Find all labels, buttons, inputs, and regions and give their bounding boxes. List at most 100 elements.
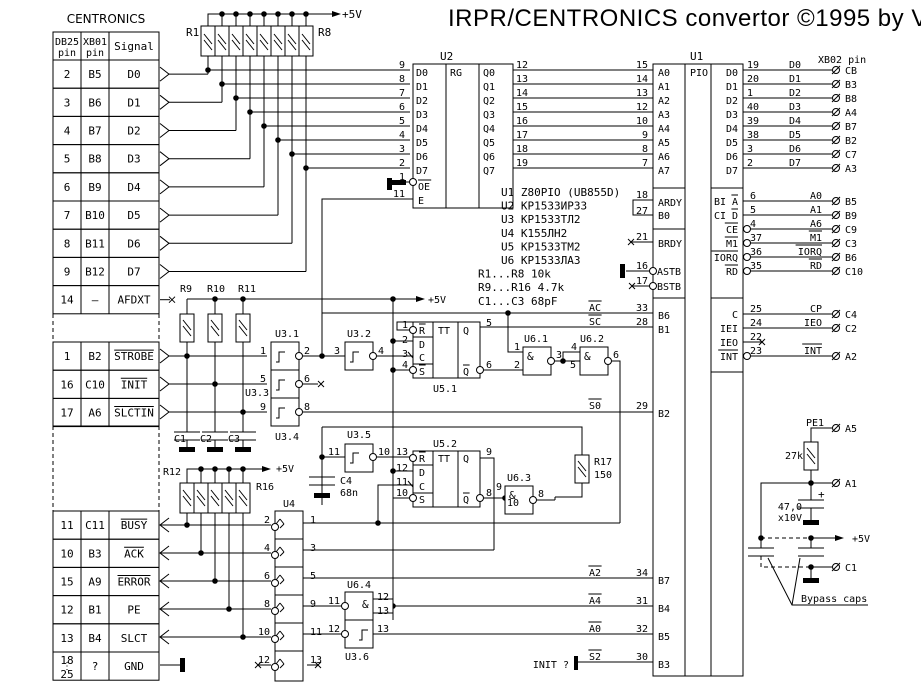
pin-name: BRDY: [658, 239, 682, 250]
wire: [279, 607, 285, 613]
junction-dot: [212, 578, 218, 584]
signal-name: ACK: [124, 547, 144, 560]
pin-name: D2: [416, 96, 428, 107]
pin-number: 13: [636, 88, 648, 99]
xb02-pin: B3: [845, 80, 857, 91]
wire: [396, 321, 413, 331]
wire: [210, 319, 220, 331]
pin-number: 14: [516, 88, 528, 99]
junction-dot: [212, 296, 218, 302]
inversion-bubble: [743, 239, 751, 247]
xb01-pin: B9: [88, 181, 101, 194]
wire: [276, 407, 285, 419]
signal-name: D0: [127, 68, 140, 81]
u3-1-label: U3.1: [275, 329, 299, 340]
signal-name: AFDXT: [117, 294, 150, 307]
inversion-bubble: [271, 663, 279, 671]
db25-pin: 12: [60, 604, 73, 617]
wire: [831, 163, 841, 173]
xb02-pin: C3: [845, 239, 857, 250]
pin-number: 9: [310, 599, 316, 610]
pin-number: 15: [636, 60, 648, 71]
pin-name: IEO: [720, 338, 738, 349]
u4-label: U4: [283, 499, 295, 510]
pin-number: 3: [399, 144, 405, 155]
xb02-pin: B9: [845, 211, 857, 222]
and-symbol: &: [527, 350, 534, 363]
table-cell: [52, 651, 160, 681]
ground-symbol: [207, 447, 223, 452]
pin-name: ARDY: [658, 198, 682, 209]
pin-number: 13: [377, 624, 389, 635]
pin-number: 38: [747, 130, 759, 141]
xb02-pin: C4: [845, 310, 857, 321]
power-arrow-icon: [416, 296, 425, 302]
wire: [628, 282, 636, 290]
signal-name: D4: [127, 181, 141, 194]
wire: [831, 196, 841, 206]
connector-row: [52, 397, 160, 428]
legend-line: U2 KP1533ИP33: [501, 200, 587, 213]
xb01-pin: B7: [88, 125, 101, 138]
wire: [238, 495, 248, 507]
wire: [279, 630, 285, 637]
pin-number: 10: [258, 627, 270, 638]
wire: [231, 39, 241, 51]
init-note: INIT ?: [533, 660, 569, 671]
net-name: M1: [810, 233, 822, 244]
wire: [279, 579, 285, 585]
elec-cap-value: x10V: [778, 513, 802, 524]
wire: [831, 65, 841, 75]
wire: [279, 602, 285, 609]
vcc-label: +5V: [428, 295, 446, 306]
pin-number: 12: [328, 624, 340, 635]
inversion-bubble: [529, 496, 537, 504]
net-name: A0: [810, 191, 822, 202]
pin-name: D5: [416, 138, 428, 149]
input-arrow-icon: [159, 207, 170, 223]
pin-number: 14: [636, 74, 648, 85]
db25-range: ⋮: [62, 661, 72, 672]
ground-symbol: [390, 180, 406, 185]
pin-name: D7: [726, 166, 738, 177]
wire: [359, 629, 368, 641]
junction-dot: [390, 468, 396, 474]
wire: [322, 426, 583, 455]
inversion-bubble: [271, 607, 279, 615]
xb02-pin: B8: [845, 94, 857, 105]
u6-3-label: U6.3: [507, 473, 531, 484]
resistor-r11: [235, 313, 251, 343]
u3-5-label: U3.5: [347, 430, 371, 441]
pin-number: 33: [636, 303, 648, 314]
wire: [203, 39, 213, 51]
pin-number: 9: [642, 130, 648, 141]
wire: [831, 238, 841, 248]
pin-name: B3: [658, 660, 670, 671]
db25-pin: 9: [64, 266, 71, 279]
signal-name: STROBE: [114, 350, 154, 363]
ground-symbol: [803, 520, 819, 525]
junction-dot: [390, 338, 396, 344]
inversion-bubble: [409, 326, 417, 334]
pin-name: C: [419, 353, 425, 364]
xb02-pin: A2: [845, 352, 857, 363]
junction-dot: [289, 151, 295, 157]
wire: [186, 468, 262, 483]
wire: [273, 39, 283, 51]
pin-number: 19: [516, 158, 528, 169]
db25-pin: 7: [64, 209, 71, 222]
wire: [831, 224, 841, 234]
net-name: A6: [810, 219, 822, 230]
pin-number: 10: [396, 488, 408, 499]
inversion-bubble: [295, 408, 303, 416]
wire: [245, 33, 255, 45]
wire: [279, 518, 285, 525]
junction-dot: [289, 11, 295, 17]
pin-name: D: [419, 468, 425, 479]
net-name: CP: [810, 304, 822, 315]
pin-name: A2: [658, 96, 670, 107]
junction-dot: [275, 11, 281, 17]
db25-pin: 14: [60, 294, 74, 307]
pin-number: 5: [310, 571, 316, 582]
xb01-pin: B2: [88, 350, 101, 363]
